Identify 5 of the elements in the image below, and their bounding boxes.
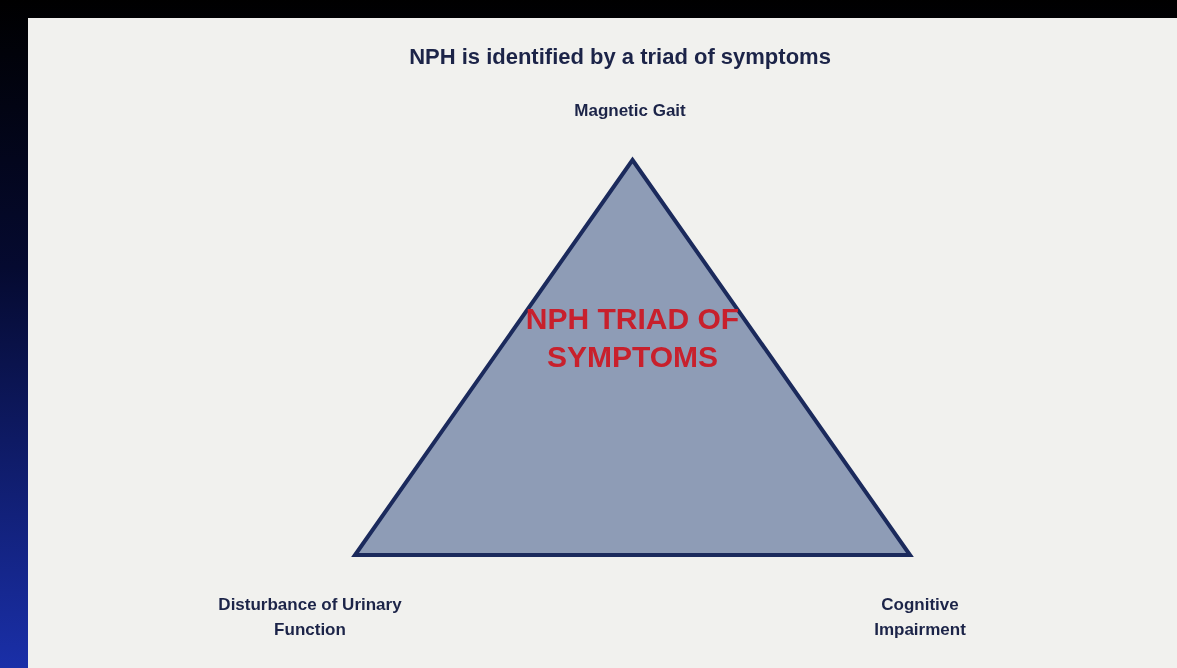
vertex-label: Magnetic Gait — [573, 100, 687, 122]
triangle-label: NPH TRIAD OF SYMPTOMS — [524, 301, 741, 375]
vertex-label: Cognitive Impairment — [873, 594, 967, 641]
title: NPH is identified by a triad of symptoms — [408, 44, 832, 70]
vertex-label: Disturbance of Urinary Function — [217, 594, 403, 641]
